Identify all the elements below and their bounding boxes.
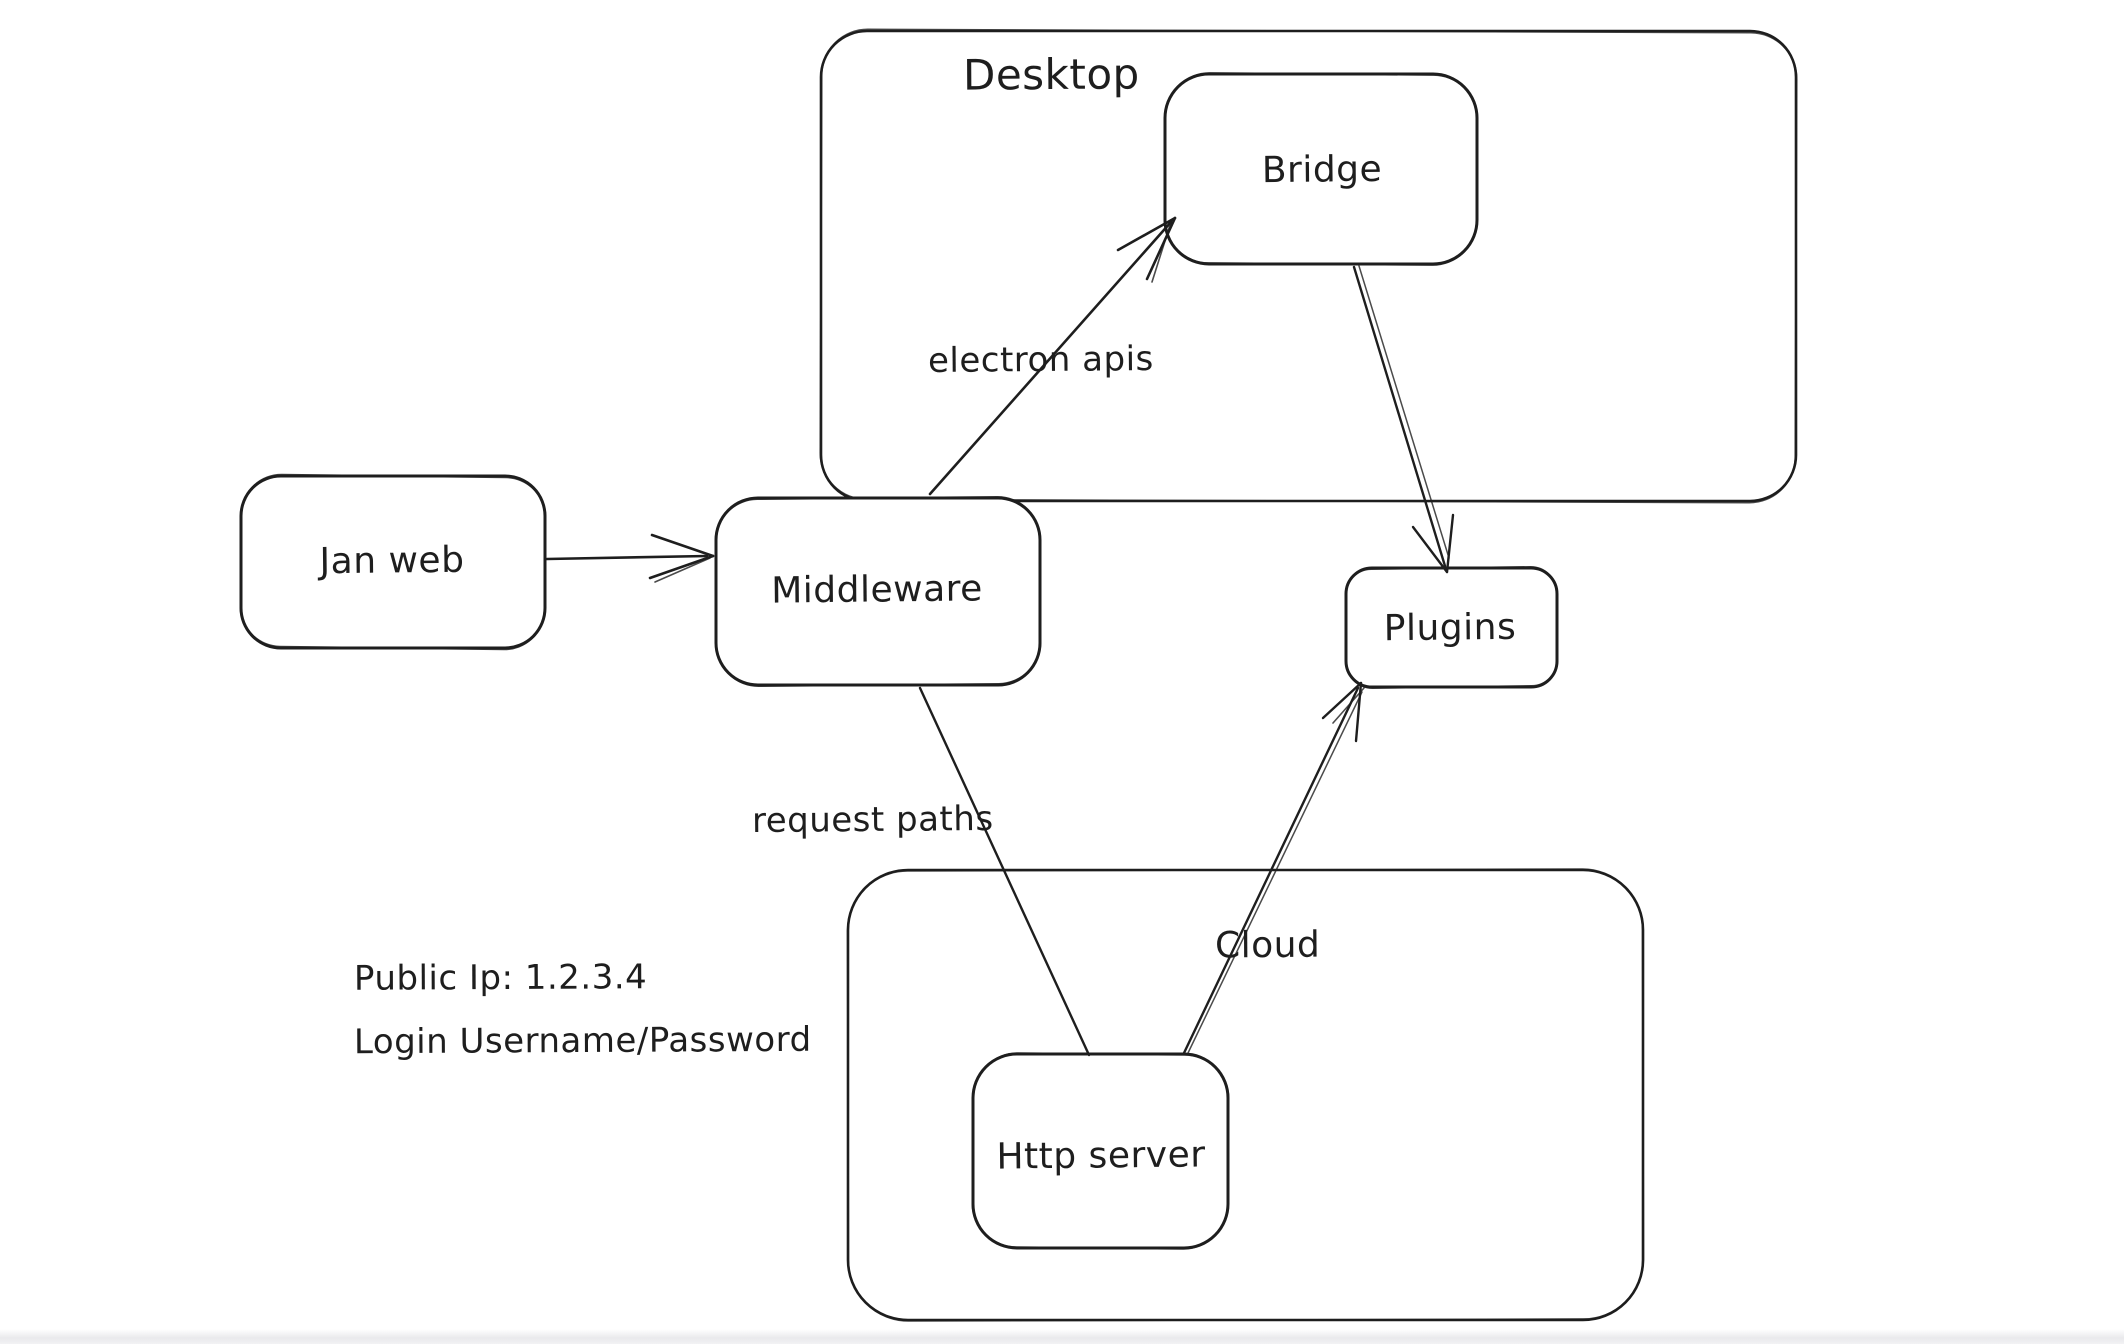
annotation-public-ip[interactable]: Public Ip: 1.2.3.4 [353,957,648,999]
node-plugins-box[interactable] [1344,565,1559,689]
node-jan-web-box[interactable] [239,473,547,651]
edge-label-electron-apis[interactable]: electron apis [927,339,1154,381]
edge-httpserver-plugins[interactable] [1182,681,1365,1055]
node-bridge-label[interactable]: Bridge [1261,148,1383,192]
node-bridge-box[interactable] [1163,72,1479,266]
node-middleware-box[interactable] [714,495,1042,688]
window-bottom-edge [0,1329,2124,1344]
container-cloud-label[interactable]: Cloud [1214,924,1321,967]
node-plugins-label[interactable]: Plugins [1383,606,1517,650]
edge-middleware-httpserver[interactable] [918,686,1091,1057]
edge-label-request-paths[interactable]: request paths [751,798,994,842]
container-desktop-label[interactable]: Desktop [962,49,1140,100]
node-jan-web-label[interactable]: Jan web [319,539,465,583]
edge-janweb-middleware[interactable] [545,533,715,583]
container-cloud-box[interactable] [846,868,1645,1322]
edge-middleware-bridge[interactable] [928,216,1177,496]
annotation-login-credentials[interactable]: Login Username/Password [353,1019,812,1063]
container-desktop-box[interactable] [819,28,1798,504]
node-http-server-box[interactable] [971,1052,1230,1250]
edge-bridge-plugins[interactable] [1352,265,1455,574]
node-http-server-label[interactable]: Http server [996,1134,1206,1178]
node-middleware-label[interactable]: Middleware [771,568,983,612]
